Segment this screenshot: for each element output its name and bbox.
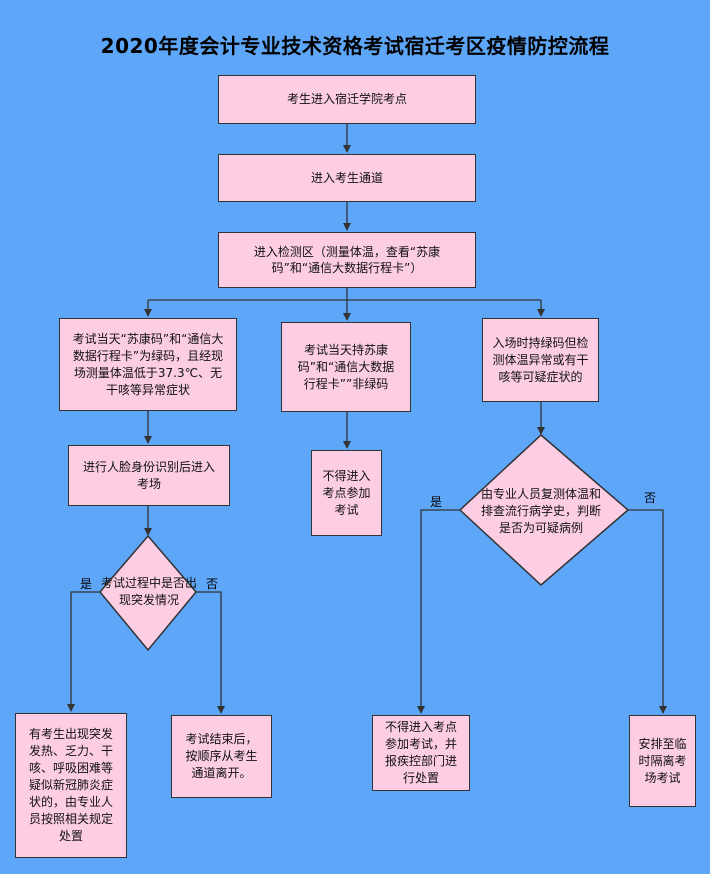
non-green-text: 考试当天持苏康码”和“通信大数据行程卡””非绿码 — [297, 342, 395, 391]
non-green-box: 考试当天持苏康码”和“通信大数据行程卡””非绿码 — [281, 322, 411, 412]
enter-site-text: 考生进入宿迁学院考点 — [286, 92, 407, 106]
label-no-left: 否 — [206, 577, 219, 591]
no-entry-report-box: 不得进入考点参加考试，并报疾控部门进行处置 — [372, 715, 470, 791]
page-title: 2020年度会计专业技术资格考试宿迁考区疫情防控流程 — [100, 34, 610, 58]
detect-area-box: 进入检测区（测量体温，查看“苏康码”和“通信大数据行程卡”） — [218, 232, 476, 288]
isolation-text: 安排至临时隔离考场考试 — [638, 736, 687, 785]
recheck-question-text: 由专业人员复测体温和排查流行病学史，判断是否为可疑病例 — [480, 486, 601, 535]
emergency-question-text: 考试过程中是否出现突发情况 — [100, 576, 197, 607]
label-no-right: 否 — [644, 491, 657, 505]
decision-diamond-emergency — [99, 534, 197, 652]
leave-order-text: 考试结束后，按顺序从考生通道离开。 — [185, 732, 258, 780]
isolation-box: 安排至临时隔离考场考试 — [629, 715, 696, 807]
green-but-abnormal-text: 入场时持绿码但检测体温异常或有干咳等可疑症状的 — [492, 335, 589, 384]
enter-site-box: 考生进入宿迁学院考点 — [218, 75, 476, 124]
green-code-box: 考试当天“苏康码”和“通信大数据行程卡”为绿码，且经现场测量体温低于37.3℃、… — [59, 318, 237, 411]
no-entry-report-text: 不得进入考点参加考试，并报疾控部门进行处置 — [384, 720, 457, 785]
face-id-box: 进行人脸身份识别后进入考场 — [68, 445, 230, 506]
symptoms-handle-box: 有考生出现突发发热、乏力、干咳、呼吸困难等疑似新冠肺炎症状的，由专业人员按照相关… — [15, 713, 127, 858]
enter-channel-text: 进入考生通道 — [310, 170, 383, 185]
green-but-abnormal-box: 入场时持绿码但检测体温异常或有干咳等可疑症状的 — [482, 318, 599, 402]
decision-diamond-recheck — [458, 433, 630, 587]
leave-order-box: 考试结束后，按顺序从考生通道离开。 — [171, 715, 272, 798]
face-id-text: 进行人脸身份识别后进入考场 — [82, 459, 215, 491]
label-yes-right: 是 — [430, 495, 443, 509]
green-code-text: 考试当天“苏康码”和“通信大数据行程卡”为绿码，且经现场测量体温低于37.3℃、… — [72, 331, 224, 397]
no-entry-text: 不得进入考点参加考试 — [322, 468, 371, 517]
no-entry-box: 不得进入考点参加考试 — [311, 450, 382, 536]
enter-channel-box: 进入考生通道 — [218, 154, 476, 202]
symptoms-handle-text: 有考生出现突发发热、乏力、干咳、呼吸困难等疑似新冠肺炎症状的，由专业人员按照相关… — [28, 727, 113, 843]
label-yes-left: 是 — [80, 577, 93, 591]
detect-area-text: 进入检测区（测量体温，查看“苏康码”和“通信大数据行程卡”） — [253, 245, 441, 275]
